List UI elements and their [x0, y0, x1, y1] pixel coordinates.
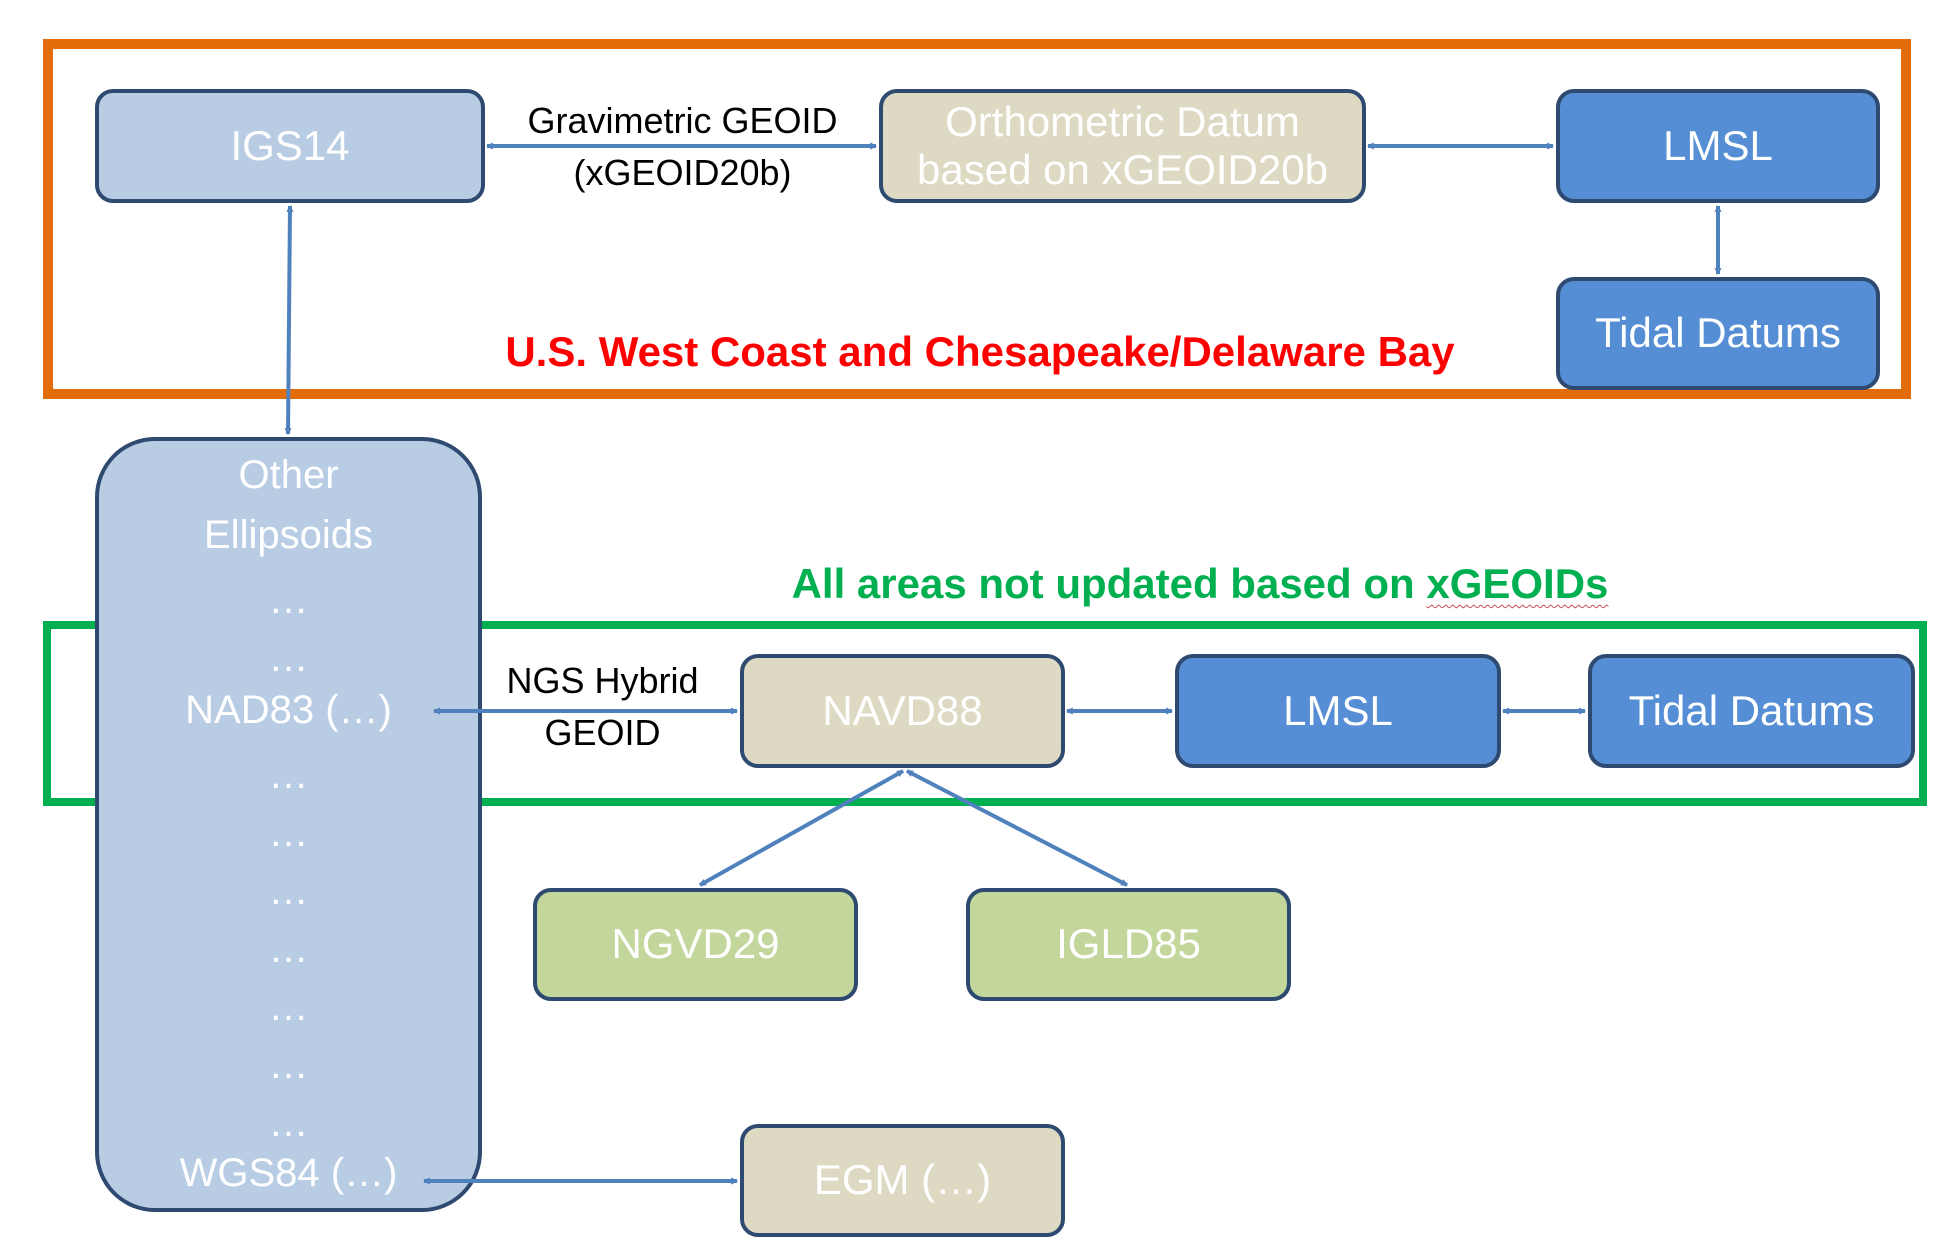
west-coast-caption: U.S. West Coast and Chesapeake/Delaware …: [505, 328, 1455, 375]
orthometric-label-line2: based on xGEOID20b: [917, 146, 1328, 193]
ellipsis-item: …: [268, 753, 309, 797]
arrow-igs14-ellipsoids: [288, 206, 290, 434]
ngvd29-label: NGVD29: [611, 920, 780, 968]
egm-label: EGM (…): [813, 1156, 992, 1204]
ellipsis-item: …: [268, 927, 309, 971]
igld85-node: IGLD85: [966, 888, 1291, 1001]
lmsl-label: LMSL: [1663, 121, 1773, 169]
ellipsis-item: …: [268, 1043, 309, 1087]
orthometric-datum-node: Orthometric Datum based on xGEOID20b: [879, 89, 1366, 203]
igs14-node: IGS14: [95, 89, 485, 203]
tidal-datums-label: Tidal Datums: [1595, 309, 1841, 357]
edge-label-line2: GEOID: [544, 712, 661, 754]
arrow-navd88-ngvd29: [700, 769, 903, 887]
edge-label-line1: NGS Hybrid: [506, 660, 699, 701]
ellipsis-item: …: [268, 869, 309, 913]
navd88-node: NAVD88: [740, 654, 1065, 768]
navd88-label: NAVD88: [822, 686, 983, 734]
arrow-navd88-igld85: [907, 769, 1127, 887]
tidal-datums-label: Tidal Datums: [1628, 686, 1875, 734]
ellipsoids-title-line2: Ellipsoids: [204, 513, 373, 557]
edge-label-line1: Gravimetric GEOID: [527, 100, 838, 141]
ellipsis-item: …: [268, 636, 309, 680]
lmsl-label: LMSL: [1283, 686, 1393, 734]
west-coast-region-frame: [43, 39, 1911, 399]
orthometric-label-line1: Orthometric Datum: [945, 97, 1300, 145]
wgs84-label: WGS84 (…): [179, 1151, 398, 1195]
ellipsis-item: …: [268, 985, 309, 1029]
caption-prefix: All areas not updated based on: [791, 560, 1427, 607]
ellipsoids-title-line1: Other: [238, 453, 339, 497]
nad83-label: NAD83 (…): [185, 688, 392, 732]
igs14-label: IGS14: [230, 121, 350, 169]
egm-node: EGM (…): [740, 1124, 1065, 1237]
ngvd29-node: NGVD29: [533, 888, 858, 1001]
not-updated-caption: All areas not updated based on xGEOIDs: [700, 560, 1700, 608]
ellipsis-item: …: [268, 1101, 309, 1145]
other-ellipsoids-box: [95, 437, 482, 1212]
ellipsis-item: …: [268, 578, 309, 622]
tidal-datums-node-bottom: Tidal Datums: [1588, 654, 1915, 768]
lmsl-node-bottom: LMSL: [1175, 654, 1501, 768]
gravimetric-geoid-edge-label: Gravimetric GEOID (xGEOID20b): [505, 95, 860, 199]
tidal-datums-node-top: Tidal Datums: [1556, 277, 1880, 390]
ellipsis-item: …: [268, 811, 309, 855]
igld85-label: IGLD85: [1056, 920, 1201, 968]
ngs-hybrid-geoid-edge-label: NGS Hybrid GEOID: [480, 655, 725, 759]
edge-label-line2: (xGEOID20b): [573, 152, 792, 194]
lmsl-node-top: LMSL: [1556, 89, 1880, 203]
caption-xgeoids: xGEOIDs: [1426, 560, 1609, 607]
